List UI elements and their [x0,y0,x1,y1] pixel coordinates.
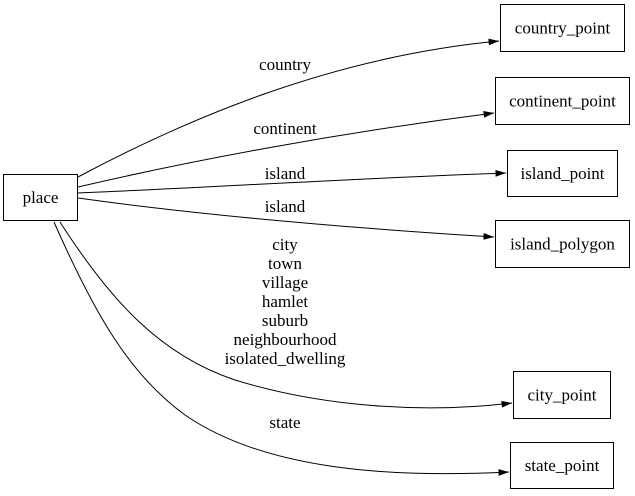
node-country-point: country_point [500,4,625,52]
node-place: place [3,174,78,221]
node-continent-point-box [495,77,630,125]
node-country-point-label: country_point [515,19,611,38]
node-country-point-box [500,4,625,52]
edge-label-neighbourhood: neighbourhood [234,330,337,349]
node-island-polygon: island_polygon [495,220,630,268]
edge-place-state_point [53,221,510,476]
node-place-box [3,174,78,221]
node-city-point-label: city_point [528,386,597,405]
edge-place-city_point [59,221,513,409]
node-city-point: city_point [513,371,611,419]
edge-label-city-multiline: city town village hamlet suburb neighbou… [225,235,346,368]
edge-group [53,38,513,476]
node-city-point-box [513,371,611,419]
node-island-point-box [507,150,618,197]
edge-place-island_point [77,169,507,194]
edge-label-village: village [262,273,308,292]
node-island-point: island_point [507,150,618,197]
node-island-polygon-box [495,220,630,268]
node-continent-point-label: continent_point [509,92,616,111]
node-state-point: state_point [510,442,614,489]
edge-label-island-point: island [265,164,306,183]
edge-label-state: state [269,413,300,432]
edge-place-continent_point [77,110,495,188]
node-state-point-box [510,442,614,489]
edge-label-group: country continent island island city tow… [225,55,346,432]
edge-label-town: town [268,254,303,273]
node-place-label: place [23,188,59,207]
edge-label-suburb: suburb [262,311,308,330]
node-continent-point: continent_point [495,77,630,125]
node-island-point-label: island_point [520,164,604,183]
edge-label-country: country [259,55,311,74]
node-island-polygon-label: island_polygon [510,235,615,254]
edge-label-city: city [272,235,298,254]
node-state-point-label: state_point [525,456,600,475]
node-group: place country_point continent_point isla… [3,4,630,489]
edge-label-continent: continent [253,119,317,138]
edge-place-country_point [77,38,500,178]
edge-label-isolated-dwelling: isolated_dwelling [225,349,346,368]
edge-place-island_polygon [77,197,495,240]
edge-label-island-polygon: island [265,197,306,216]
edge-label-hamlet: hamlet [262,292,309,311]
